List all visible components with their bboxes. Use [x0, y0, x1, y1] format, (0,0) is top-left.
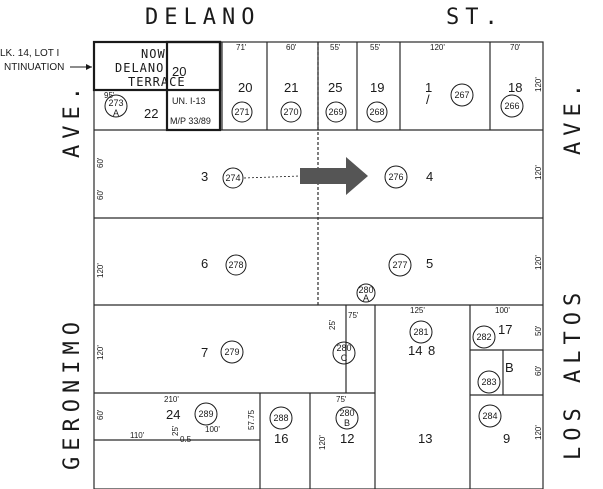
lot-12: 12 — [340, 431, 354, 446]
dim-60-r: 60' — [534, 365, 543, 376]
parcel-280c: 280 — [336, 343, 351, 353]
dim-25: 25' — [328, 319, 337, 330]
dim-120-top: 120' — [430, 43, 445, 52]
lot-slash: / — [426, 92, 430, 107]
lot-3: 3 — [201, 169, 208, 184]
lot-16: 16 — [274, 431, 288, 446]
dim-55a: 55' — [330, 43, 341, 52]
lot-22: 22 — [144, 106, 158, 121]
dim-100b: 100' — [205, 425, 220, 434]
dim-120-r3: 120' — [534, 255, 543, 270]
parcel-278: 278 — [228, 260, 243, 270]
lot-b: B — [505, 360, 514, 375]
lot-25: 25 — [328, 80, 342, 95]
lot-1: 1 — [425, 80, 432, 95]
subdivision-ref2: M/P 33/89 — [170, 116, 211, 126]
dim-100: 100' — [495, 306, 510, 315]
dim-75b: 75' — [336, 395, 347, 404]
note-line1: LK. 14, LOT I — [0, 48, 59, 59]
dim-75: 75' — [348, 311, 359, 320]
note-arrowhead — [86, 64, 92, 70]
dim-110: 110' — [130, 431, 145, 440]
parcel-271: 271 — [234, 107, 249, 117]
parcel-281: 281 — [413, 327, 428, 337]
parcel-280a-suffix: A — [363, 293, 369, 303]
dim-120-r1: 120' — [534, 77, 543, 92]
dim-125: 125' — [410, 306, 425, 315]
lot-7: 7 — [201, 345, 208, 360]
street-geronimo-ave: AVE. — [60, 81, 85, 158]
street-geronimo: GERONIMO — [60, 316, 85, 470]
dim-95: 95' — [104, 91, 115, 100]
parcel-280b: 280 — [339, 408, 354, 418]
dim-55b: 55' — [370, 43, 381, 52]
parcel-283: 283 — [481, 377, 496, 387]
parcel-276: 276 — [388, 172, 403, 182]
lot-17: 17 — [498, 322, 512, 337]
dim-210: 210' — [164, 395, 179, 404]
dim-120-l2: 120' — [96, 345, 105, 360]
parcel-284: 284 — [482, 411, 497, 421]
dim-120-l: 120' — [96, 263, 105, 278]
parcel-282: 282 — [476, 332, 491, 342]
lot-9: 9 — [503, 431, 510, 446]
parcel-273-suffix: A — [113, 108, 119, 118]
parcel-279: 279 — [224, 347, 239, 357]
dim-120-r2: 120' — [534, 165, 543, 180]
street-los-altos: LOS ALTOS — [561, 287, 586, 460]
lot-6: 6 — [201, 256, 208, 271]
lot-20: 20 — [238, 80, 252, 95]
lot-20-box: 20 — [172, 64, 186, 79]
leader-line — [243, 175, 301, 179]
parcel-289: 289 — [198, 409, 213, 419]
lot-18: 18 — [508, 80, 522, 95]
dim-60-l2: 60' — [96, 189, 105, 200]
dim-120-b: 120' — [318, 435, 327, 450]
dim-60: 60' — [286, 43, 297, 52]
parcel-270: 270 — [283, 107, 298, 117]
parcel-280c-suffix: C — [341, 353, 348, 363]
dim-120-r4: 120' — [534, 425, 543, 440]
lot-5: 5 — [426, 256, 433, 271]
subdivision-line3: TERRACE — [128, 75, 186, 89]
lot-4: 4 — [426, 169, 433, 184]
dim-5775: 57.75 — [247, 409, 256, 430]
dim-05: 0.5 — [180, 435, 192, 444]
street-st: ST. — [446, 5, 504, 30]
parcel-269: 269 — [328, 107, 343, 117]
highlight-arrow — [300, 157, 368, 195]
parcel-273: 273 — [108, 98, 123, 108]
parcel-280b-suffix: B — [344, 418, 350, 428]
dim-60-l3: 60' — [96, 409, 105, 420]
subdivision-box-lot — [165, 40, 222, 132]
subdivision-line1: NOW — [141, 47, 166, 61]
subdivision-line2: DELANO — [115, 61, 164, 75]
lot-24: 24 — [166, 407, 180, 422]
parcel-277: 277 — [392, 260, 407, 270]
dim-50: 50' — [534, 325, 543, 336]
lot-13: 13 — [418, 431, 432, 446]
block-lines — [93, 41, 544, 489]
lot-19: 19 — [370, 80, 384, 95]
lot-21: 21 — [284, 80, 298, 95]
parcel-280a: 280 — [358, 285, 373, 295]
note-line2: NTINUATION — [4, 62, 64, 73]
dim-71: 71' — [236, 43, 247, 52]
parcel-266: 266 — [504, 101, 519, 111]
parcel-288: 288 — [273, 413, 288, 423]
parcel-267: 267 — [454, 90, 469, 100]
dim-25b: 25' — [171, 425, 180, 436]
lot-8: 8 — [428, 343, 435, 358]
street-delano: DELANO — [145, 5, 260, 30]
dim-70: 70' — [510, 43, 521, 52]
parcel-268: 268 — [369, 107, 384, 117]
parcel-274: 274 — [225, 173, 240, 183]
dim-60-l: 60' — [96, 157, 105, 168]
subdivision-ref1: UN. I-13 — [172, 96, 206, 106]
lot-14: 14 — [408, 343, 422, 358]
parcel-circles — [104, 83, 524, 430]
street-los-altos-ave: AVE. — [561, 78, 586, 155]
